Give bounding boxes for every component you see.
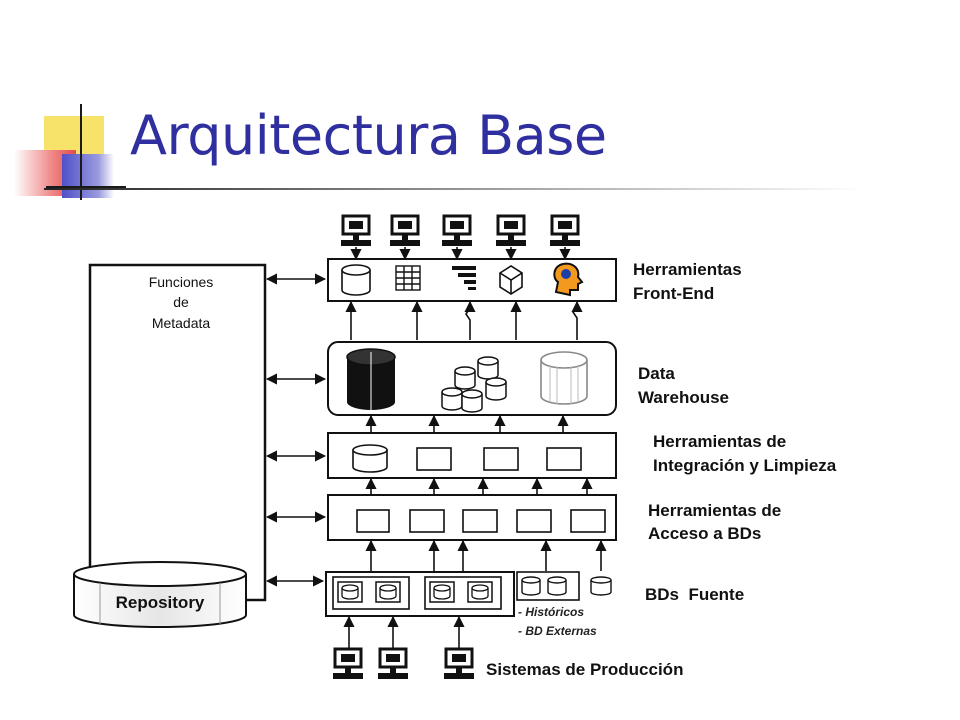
data-mining-head-icon bbox=[553, 262, 584, 297]
source-db-1 bbox=[337, 581, 363, 603]
warehouse-label-line-1: Data bbox=[638, 364, 675, 383]
title-underline bbox=[44, 188, 864, 190]
integration-label-line-1: Herramientas de bbox=[653, 432, 786, 451]
integration-label-line-2: Integración y Limpieza bbox=[653, 456, 837, 475]
metadata-label-line-1: Funciones bbox=[149, 274, 214, 290]
spreadsheet-icon bbox=[395, 265, 421, 291]
access-tool-2 bbox=[409, 509, 445, 533]
olap-cube-icon bbox=[499, 265, 523, 295]
access-tool-3 bbox=[462, 509, 498, 533]
repository-barrel bbox=[73, 561, 247, 628]
access-label-line-2: Acceso a BDs bbox=[648, 524, 761, 543]
front-end-label-line-2: Front-End bbox=[633, 284, 714, 303]
title-decoration-horizontal-line bbox=[46, 186, 126, 188]
source-db-2 bbox=[375, 581, 401, 603]
query-db-icon bbox=[341, 264, 371, 296]
access-tool-5 bbox=[570, 509, 606, 533]
production-systems-label: Sistemas de Producción bbox=[486, 660, 683, 679]
front-end-label-line-1: Herramientas bbox=[633, 260, 742, 279]
source-db-3 bbox=[429, 581, 455, 603]
integration-tool-2 bbox=[483, 447, 519, 471]
repository-label: Repository bbox=[116, 593, 205, 612]
report-icon bbox=[452, 266, 476, 290]
production-terminal-2 bbox=[376, 647, 410, 681]
warehouse-label-line-2: Warehouse bbox=[638, 388, 729, 407]
integration-db-icon bbox=[352, 444, 388, 473]
integration-tool-3 bbox=[546, 447, 582, 471]
metadata-functions-box bbox=[88, 263, 267, 602]
source-note-bd-externas: - BD Externas bbox=[518, 624, 597, 638]
front-end-terminal-1 bbox=[339, 214, 373, 248]
front-end-terminal-3 bbox=[440, 214, 474, 248]
slide-title: Arquitectura Base bbox=[130, 104, 607, 167]
source-db-4 bbox=[467, 581, 493, 603]
source-note-historicos: - Históricos bbox=[518, 605, 584, 619]
integration-tool-1 bbox=[416, 447, 452, 471]
sources-label: BDs Fuente bbox=[645, 585, 744, 604]
access-label-line-1: Herramientas de bbox=[648, 501, 781, 520]
metadata-label-line-3: Metadata bbox=[152, 315, 211, 331]
access-tool-1 bbox=[356, 509, 390, 533]
external-db-icon bbox=[590, 576, 612, 596]
front-end-terminal-5 bbox=[548, 214, 582, 248]
title-decoration-blue-square bbox=[62, 154, 114, 198]
front-end-terminal-2 bbox=[388, 214, 422, 248]
warehouse-striped-cylinder-icon bbox=[540, 351, 588, 405]
metadata-label-line-2: de bbox=[173, 294, 189, 310]
access-tool-4 bbox=[516, 509, 552, 533]
title-decoration-vertical-line bbox=[80, 104, 82, 200]
front-end-terminal-4 bbox=[494, 214, 528, 248]
production-terminal-3 bbox=[442, 647, 476, 681]
production-terminal-1 bbox=[331, 647, 365, 681]
warehouse-cylinder-icon bbox=[346, 348, 396, 410]
